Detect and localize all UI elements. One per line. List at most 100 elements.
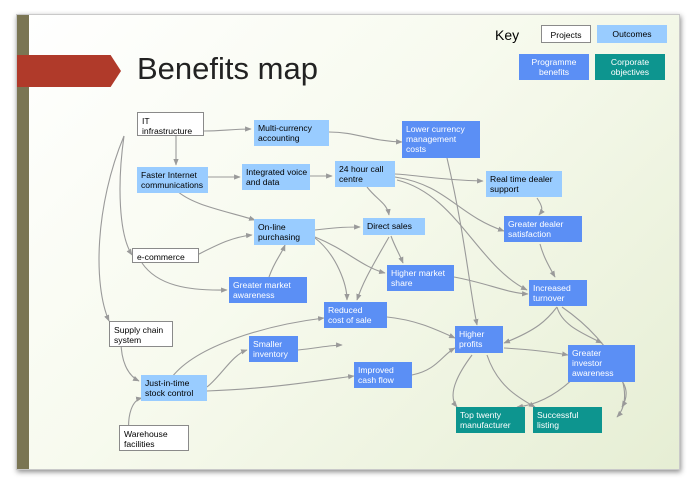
key-label: Key xyxy=(495,27,520,43)
node-line: purchasing xyxy=(258,232,301,242)
node-e-commerce: e-commerce xyxy=(132,248,199,263)
edge-call-centre-to-turnover xyxy=(396,179,528,291)
node-line: communications xyxy=(141,180,204,190)
node-line: Higher xyxy=(459,329,485,339)
node-improved-cash-flow: Improved cash flow xyxy=(354,362,412,388)
slide-sidebar-bar xyxy=(17,15,29,469)
edge-direct-sales-to-reduced-cost xyxy=(356,236,390,301)
edge-call-centre-to-direct-sales xyxy=(366,186,391,216)
node-line: awareness xyxy=(572,368,614,378)
edge-online-to-direct-sales xyxy=(314,224,361,231)
edge-turnover-to-higher-profits xyxy=(503,306,558,344)
edge-online-to-reduced-cost xyxy=(314,237,350,301)
node-line: system xyxy=(114,335,142,345)
node-reduced-cost-of-sale: Reduced cost of sale xyxy=(324,302,387,328)
node-line: IT xyxy=(142,116,150,126)
node-on-line-purchasing: On-line purchasing xyxy=(254,219,315,245)
node-line: Lower currency xyxy=(406,124,465,134)
edge-it-to-ecommerce xyxy=(119,135,133,256)
key-objectives-line: Corporate xyxy=(610,57,650,67)
node-line: Greater dealer xyxy=(508,219,564,229)
node-just-in-time-stock-control: Just-in-time stock control xyxy=(141,375,207,401)
edge-call-centre-to-real-time xyxy=(394,173,484,184)
edge-turnover-to-investor xyxy=(556,306,603,344)
key-objectives-line: objectives xyxy=(610,67,650,77)
node-faster-internet: Faster Internet communications xyxy=(137,167,208,193)
key-programme-benefits: Programme benefits xyxy=(519,54,589,80)
node-higher-market-share: Higher market share xyxy=(387,265,454,291)
connector-layer xyxy=(98,126,628,436)
key-benefits-line: benefits xyxy=(538,67,570,77)
node-line: 24 hour call xyxy=(339,164,384,174)
node-multi-currency-accounting: Multi-currency accounting xyxy=(254,120,329,146)
edge-higher-profits-to-top-twenty xyxy=(451,354,473,408)
slide-title: Benefits map xyxy=(137,51,318,86)
node-line: On-line xyxy=(258,222,286,232)
key-corporate-objectives: Corporate objectives xyxy=(595,54,665,80)
node-line: e-commerce xyxy=(137,252,185,262)
node-warehouse-facilities: Warehouse facilities xyxy=(119,425,189,451)
node-line: centre xyxy=(339,174,363,184)
node-higher-profits: Higher profits xyxy=(455,326,503,353)
node-line: Top twenty xyxy=(460,410,502,420)
node-greater-market-awareness: Greater market awareness xyxy=(229,277,307,303)
node-line: costs xyxy=(406,144,427,154)
node-line: Increased xyxy=(533,283,571,293)
node-increased-turnover: Increased turnover xyxy=(529,280,587,306)
edge-jit-to-reduced-cost xyxy=(171,316,325,378)
edge-greater-dealer-to-turnover xyxy=(539,243,556,278)
node-line: Reduced xyxy=(328,305,363,315)
node-line: infrastructure xyxy=(142,126,193,136)
node-line: awareness xyxy=(233,290,275,300)
node-line: cost of sale xyxy=(328,315,372,325)
node-line: listing xyxy=(537,420,559,430)
edge-it-to-multicurrency xyxy=(203,126,252,132)
node-greater-investor-awareness: Greater investor awareness xyxy=(568,345,635,382)
edge-ecommerce-to-online xyxy=(196,232,253,256)
node-line: Multi-currency xyxy=(258,123,312,133)
edge-greater-market-to-online xyxy=(268,244,286,278)
node-real-time-dealer-support: Real time dealer support xyxy=(486,171,562,197)
node-line: Direct sales xyxy=(367,221,412,231)
node-line: cash flow xyxy=(358,375,394,385)
edge-ecommerce-to-greater-market xyxy=(141,262,228,293)
key-outcomes: Outcomes xyxy=(597,25,667,43)
node-successful-listing: Successful listing xyxy=(533,407,602,433)
node-line: profits xyxy=(459,339,483,349)
edge-higher-profits-to-successful-listing xyxy=(486,354,536,408)
edge-smaller-inventory-to-reduced-cost xyxy=(297,342,343,351)
node-line: Higher market xyxy=(391,268,445,278)
node-line: Just-in-time xyxy=(145,378,190,388)
edge-real-time-to-greater-dealer xyxy=(536,197,545,216)
edge-it-to-supply-chain xyxy=(98,135,125,322)
node-line: investor xyxy=(572,358,603,368)
node-line: Greater xyxy=(572,348,602,358)
node-line: Smaller xyxy=(253,339,283,349)
node-line: manufacturer xyxy=(460,420,511,430)
node-supply-chain-system: Supply chain system xyxy=(109,321,173,347)
edge-jit-to-improved-cash xyxy=(206,374,355,392)
node-greater-dealer-satisfaction: Greater dealer satisfaction xyxy=(504,216,582,242)
edge-multicurrency-to-lower-currency xyxy=(328,131,403,145)
node-24-hour-call-centre: 24 hour call centre xyxy=(335,161,395,187)
key-projects-label: Projects xyxy=(550,30,582,40)
edge-jit-to-smaller-inventory xyxy=(206,349,248,388)
node-line: stock control xyxy=(145,388,194,398)
key-benefits-line: Programme xyxy=(531,57,577,67)
edge-call-centre-to-greater-dealer xyxy=(394,176,505,232)
node-lower-currency-costs: Lower currency management costs xyxy=(402,121,480,158)
node-line: Improved xyxy=(358,365,394,375)
node-line: Warehouse xyxy=(124,429,168,439)
node-direct-sales: Direct sales xyxy=(363,218,425,235)
edge-online-to-higher-market-share xyxy=(314,236,386,275)
node-top-twenty-manufacturer: Top twenty manufacturer xyxy=(456,407,525,433)
edge-supply-chain-to-jit xyxy=(120,340,140,382)
edge-lower-currency-to-higher-profits xyxy=(446,157,479,326)
node-integrated-voice: Integrated voice and data xyxy=(242,164,310,190)
edge-higher-profits-to-investor xyxy=(503,347,569,357)
node-it-infrastructure: IT infrastructure xyxy=(137,112,204,136)
key-outcomes-label: Outcomes xyxy=(612,29,652,39)
node-smaller-inventory: Smaller inventory xyxy=(249,336,298,362)
title-accent-band xyxy=(17,55,121,87)
node-line: share xyxy=(391,278,413,288)
